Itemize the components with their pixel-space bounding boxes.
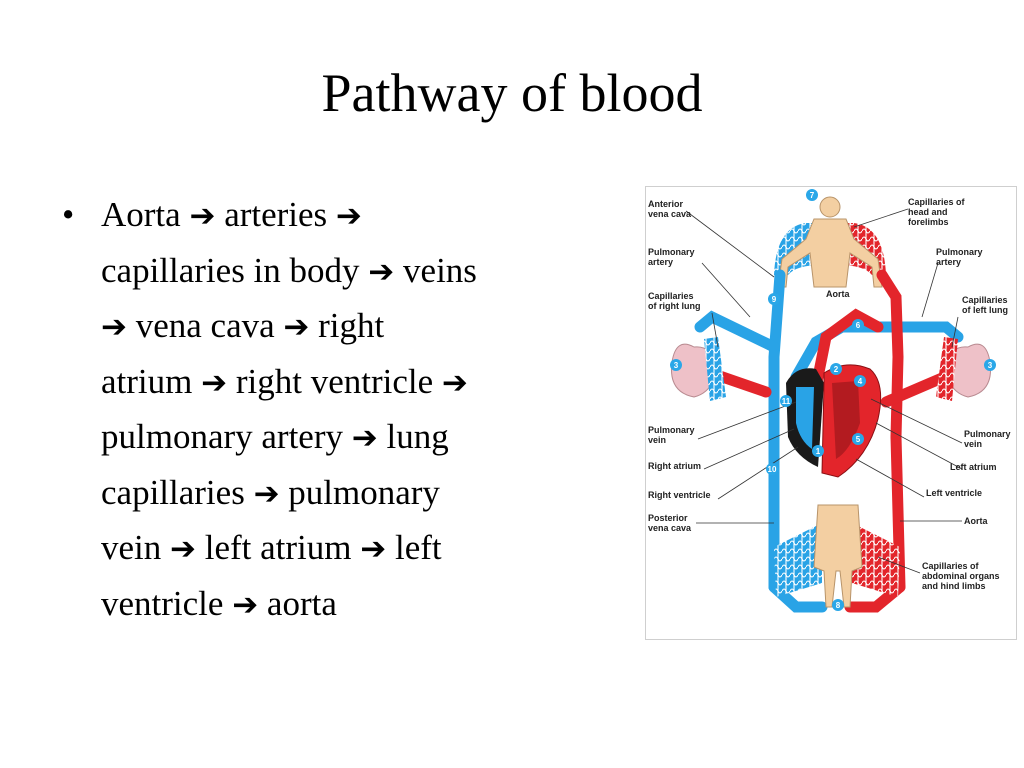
bullet-text-segment: Aorta <box>101 195 190 234</box>
step-badge: 8 <box>832 599 844 611</box>
bullet-text-segment: veins <box>394 250 477 290</box>
lower-body-figure <box>813 504 863 608</box>
arrow-icon: ➔ <box>368 253 395 290</box>
leader-lines <box>685 208 963 574</box>
bullet-text-segment: left atrium <box>196 528 361 567</box>
bullet-line: Aorta ➔ arteries ➔ <box>101 188 621 244</box>
label-right-ventricle: Right ventricle <box>648 490 711 500</box>
arrow-icon: ➔ <box>189 198 216 234</box>
bullet-text-segment: pulmonary <box>279 472 440 512</box>
bullet-text-segment: capillaries <box>101 472 254 512</box>
arrow-icon: ➔ <box>360 531 387 567</box>
svg-text:3: 3 <box>674 361 679 370</box>
svg-text:6: 6 <box>856 321 861 330</box>
bullet-text-segment: atrium <box>101 361 202 401</box>
arrow-icon: ➔ <box>351 420 378 456</box>
bullet-line: capillaries ➔ pulmonary <box>101 466 621 522</box>
heart <box>786 364 882 478</box>
svg-text:8: 8 <box>836 601 841 610</box>
step-badge: 1 <box>812 445 824 457</box>
bullet-line: vein ➔ left atrium ➔ left <box>101 521 621 577</box>
arrow-icon: ➔ <box>283 309 310 345</box>
bullet-line: atrium ➔ right ventricle ➔ <box>101 355 621 411</box>
bullet-text-segment: lung <box>377 417 449 456</box>
step-badge: 6 <box>852 319 864 331</box>
step-badge: 9 <box>768 293 780 305</box>
bullet-text-segment: vein <box>101 528 171 567</box>
arrow-icon: ➔ <box>201 364 228 401</box>
lungs <box>670 337 992 401</box>
svg-text:7: 7 <box>810 191 815 200</box>
svg-text:2: 2 <box>834 365 839 374</box>
bullet-text-segment: right ventricle <box>227 361 442 401</box>
step-badge: 2 <box>830 363 842 375</box>
svg-text:4: 4 <box>858 377 863 386</box>
bullet-text: Aorta ➔ arteries ➔capillaries in body ➔ … <box>101 188 621 632</box>
bullet-text-segment: left <box>386 528 442 567</box>
bullet-line: pulmonary artery ➔ lung <box>101 410 621 466</box>
label-left-atrium: Left atrium <box>950 462 997 472</box>
upper-body-figure <box>777 196 883 288</box>
svg-text:11: 11 <box>782 397 791 406</box>
bullet-text-segment: arteries <box>215 195 336 234</box>
step-badge: 7 <box>806 189 818 201</box>
bullet-marker: • <box>62 195 75 234</box>
step-badges: 7 9 6 3 3 2 4 11 1 5 10 8 <box>670 189 996 611</box>
step-badge: 3 <box>670 359 682 371</box>
arrow-icon: ➔ <box>335 198 362 234</box>
step-badge: 3 <box>984 359 996 371</box>
arrow-icon: ➔ <box>232 586 259 623</box>
slide-title: Pathway of blood <box>321 63 703 123</box>
arrow-icon: ➔ <box>101 309 127 345</box>
bullet-text-segment: right <box>309 306 385 345</box>
step-badge: 10 <box>766 463 778 475</box>
bullet-line: ventricle ➔ aorta <box>101 577 621 633</box>
svg-text:9: 9 <box>772 295 777 304</box>
svg-text:1: 1 <box>816 447 821 456</box>
bullet-text-segment: aorta <box>258 583 337 623</box>
arrow-icon: ➔ <box>170 531 196 567</box>
bullet-text-segment: capillaries in body <box>101 250 369 290</box>
label-aorta-top: Aorta <box>826 289 850 299</box>
arrow-icon: ➔ <box>441 364 468 401</box>
bullet-line: capillaries in body ➔ veins <box>101 244 621 300</box>
bullet-text-segment: pulmonary artery <box>101 417 352 456</box>
arrow-icon: ➔ <box>253 475 280 512</box>
svg-text:5: 5 <box>856 435 861 444</box>
step-badge: 4 <box>854 375 866 387</box>
step-badge: 5 <box>852 433 864 445</box>
svg-text:3: 3 <box>988 361 993 370</box>
bullet-text-segment: ventricle <box>101 583 233 623</box>
bullet-text-segment: vena cava <box>126 306 284 345</box>
label-left-ventricle: Left ventricle <box>926 488 982 498</box>
step-badge: 11 <box>780 395 792 407</box>
label-right-atrium: Right atrium <box>648 461 701 471</box>
lower-body-capillaries <box>774 523 900 597</box>
svg-text:10: 10 <box>768 465 777 474</box>
bullet-line: ➔ vena cava ➔ right <box>101 299 621 355</box>
label-aorta-bottom: Aorta <box>964 516 988 526</box>
